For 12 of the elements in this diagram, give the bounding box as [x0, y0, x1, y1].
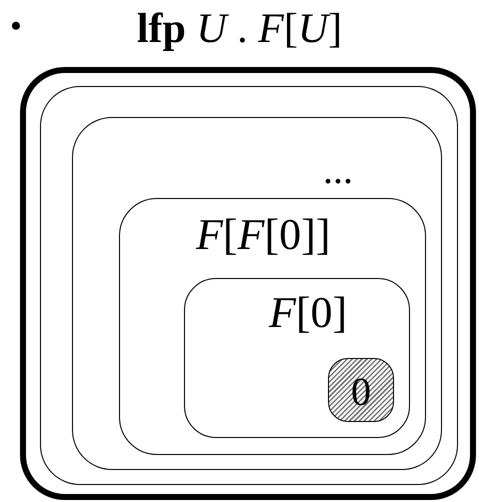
set-label: F[F[0]] — [196, 213, 330, 257]
set-label: ... — [323, 150, 353, 190]
set-label: 0 — [351, 372, 371, 412]
rounded-box — [119, 198, 426, 455]
rounded-box — [20, 67, 476, 500]
set-label: F[0] — [269, 291, 348, 335]
formula-title: lfp U . F[U] — [136, 8, 342, 50]
bullet-mark: • — [10, 10, 22, 44]
rounded-box — [184, 278, 410, 438]
hatched-box — [328, 358, 394, 422]
rounded-box — [40, 86, 458, 485]
rounded-box — [72, 117, 442, 470]
